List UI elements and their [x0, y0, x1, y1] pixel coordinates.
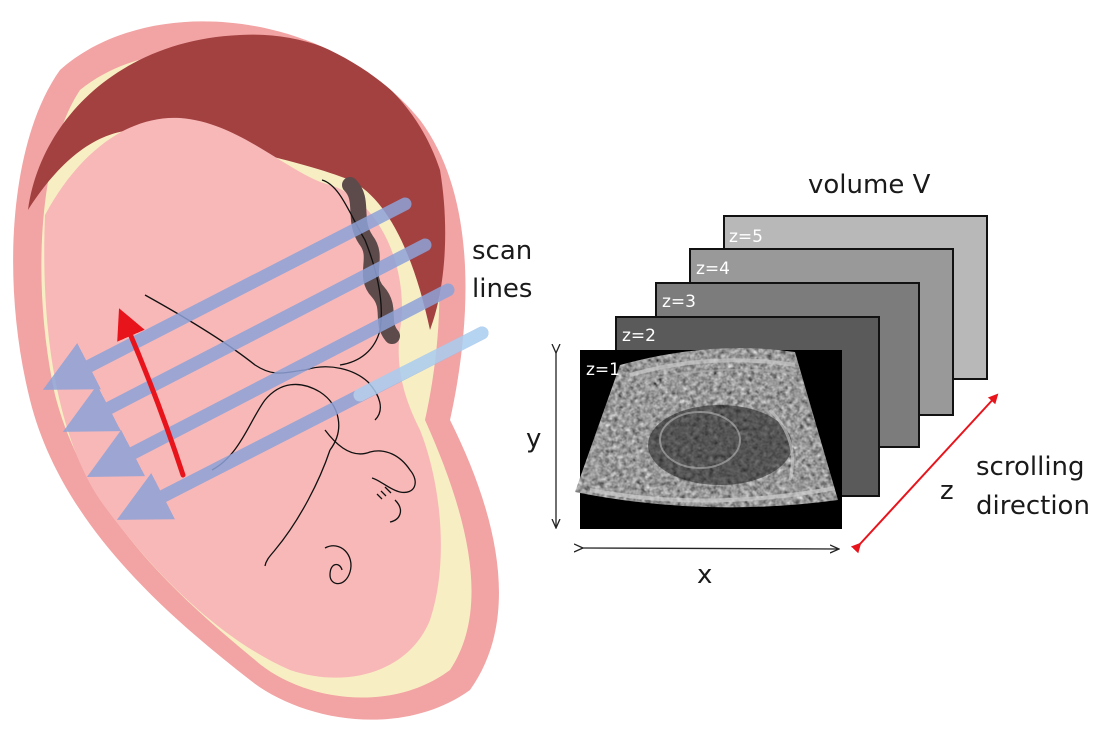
scan-lines-label-1: scan	[472, 236, 532, 266]
scan-lines-label-2: lines	[472, 274, 532, 304]
womb-illustration	[13, 21, 499, 719]
scrolling-direction-label-1: scrolling	[976, 452, 1085, 482]
slice-label: z=1	[586, 360, 620, 380]
scrolling-direction-label-2: direction	[976, 491, 1090, 521]
slice-label: z=3	[662, 292, 696, 312]
slice-label: z=5	[729, 227, 763, 247]
slice-label: z=4	[696, 259, 730, 279]
volume-label: volume V	[808, 170, 931, 200]
slice-1-ultrasound-image: z=1	[570, 340, 850, 530]
x-axis-arrow	[582, 548, 838, 549]
z-axis-label: z	[940, 476, 954, 506]
y-axis-label: y	[526, 424, 541, 454]
slice-label: z=2	[622, 326, 656, 346]
x-axis-label: x	[697, 560, 712, 590]
